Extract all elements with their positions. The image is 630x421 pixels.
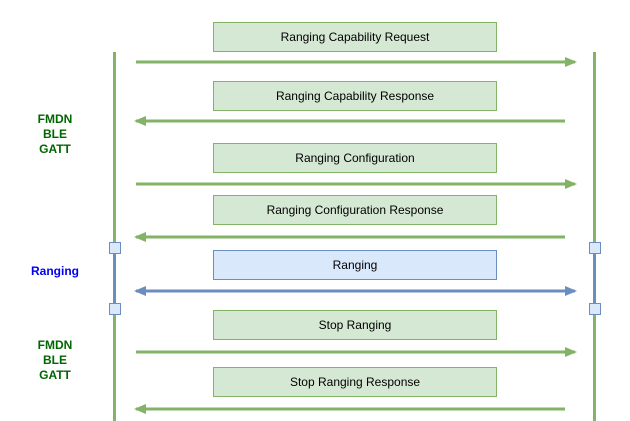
phase-label-gatt-bottom: FMDN BLE GATT [10, 338, 100, 383]
lifeline-left-ranging-segment [113, 248, 116, 309]
phase-label-line: GATT [39, 368, 71, 382]
endpoint-marker [588, 303, 601, 315]
message-box-ranging: Ranging [213, 250, 497, 280]
message-box-ranging-capability-request: Ranging Capability Request [213, 22, 497, 52]
lifeline-right-ranging-segment [593, 248, 596, 309]
message-box-ranging-configuration-response: Ranging Configuration Response [213, 195, 497, 225]
endpoint-marker [108, 303, 121, 315]
phase-label-line: FMDN [37, 112, 73, 126]
message-box-ranging-configuration: Ranging Configuration [213, 143, 497, 173]
endpoint-marker [588, 242, 601, 254]
phase-label-gatt-top: FMDN BLE GATT [10, 112, 100, 157]
lifeline-left [113, 52, 116, 421]
phase-label-line: BLE [43, 127, 67, 141]
message-box-stop-ranging: Stop Ranging [213, 310, 497, 340]
lifeline-right [593, 52, 596, 421]
message-box-ranging-capability-response: Ranging Capability Response [213, 81, 497, 111]
phase-label-line: FMDN [37, 338, 73, 352]
phase-label-line: BLE [43, 353, 67, 367]
phase-label-ranging: Ranging [31, 264, 79, 278]
endpoint-marker [108, 242, 121, 254]
message-box-stop-ranging-response: Stop Ranging Response [213, 367, 497, 397]
phase-label-line: GATT [39, 142, 71, 156]
